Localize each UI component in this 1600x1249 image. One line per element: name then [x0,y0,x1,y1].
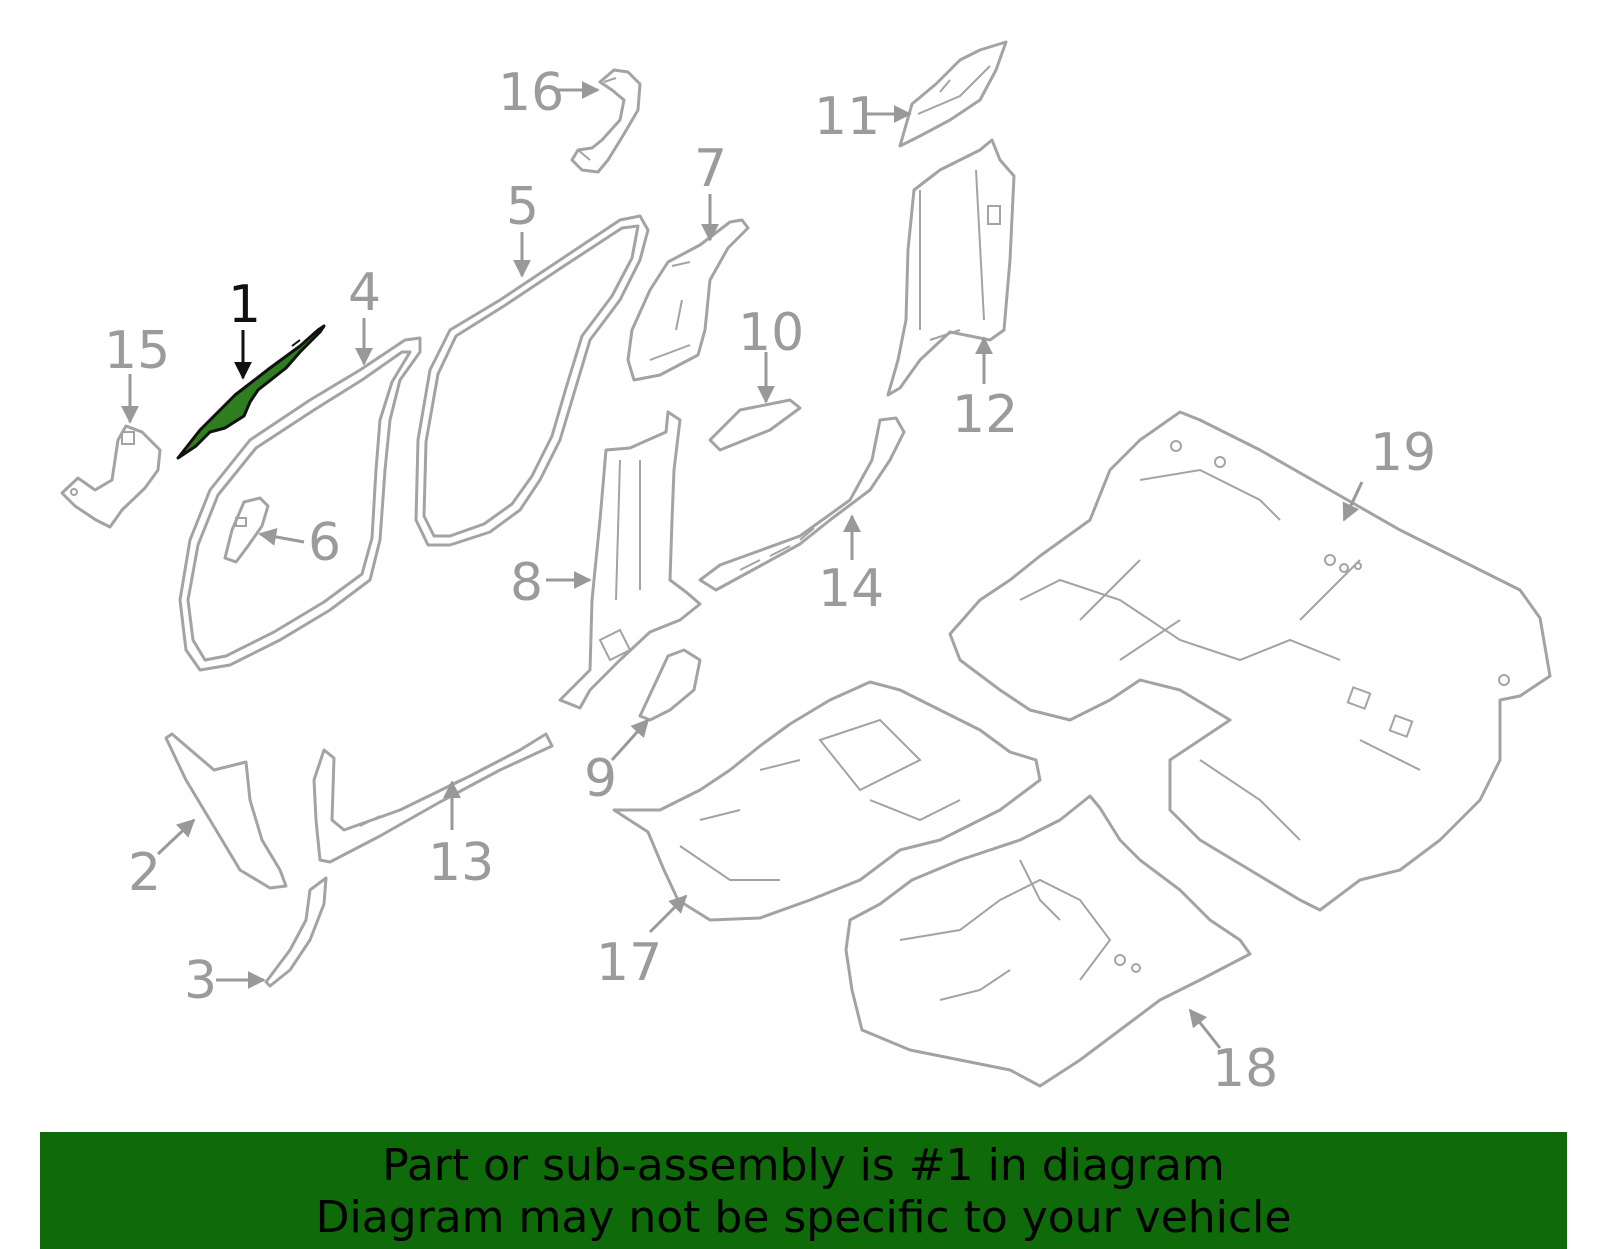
part-12-rear-pillar[interactable] [886,138,1016,397]
part-1-pillar-garnish[interactable] [176,324,326,460]
callout-10: 10 [738,303,804,363]
part-9-small-trim[interactable] [638,648,702,722]
part-14-sill-plate[interactable] [698,416,906,592]
callout-17: 17 [596,933,662,993]
callout-15: 15 [104,321,170,381]
callout-12: 12 [952,385,1018,445]
part-10-pad[interactable] [708,398,802,452]
callout-16: 16 [498,63,564,123]
callout-19: 19 [1370,423,1436,483]
callout-5: 5 [506,177,539,237]
info-banner: Part or sub-assembly is #1 in diagram Di… [40,1132,1567,1249]
part-15-assist-grip[interactable] [60,424,162,529]
part-17-floor-carpet[interactable] [612,680,1042,922]
part-13-front-sill[interactable] [312,732,554,864]
callout-1: 1 [228,275,261,335]
callout-3: 3 [184,951,217,1011]
part-18-front-carpet[interactable] [844,794,1252,1088]
callout-9: 9 [584,749,617,809]
callout-7: 7 [694,139,727,199]
callout-18: 18 [1212,1039,1278,1099]
callout-6: 6 [308,513,341,573]
part-19-main-carpet[interactable] [948,410,1552,912]
part-16-grip[interactable] [570,68,642,174]
banner-line-2: Diagram may not be specific to your vehi… [315,1192,1292,1243]
part-11-upper-trim[interactable] [898,40,1008,148]
part-7-pillar-trim[interactable] [626,218,750,382]
callout-13: 13 [428,833,494,893]
callout-8: 8 [510,553,543,613]
part-8-center-pillar[interactable] [558,410,702,710]
callout-arrows [121,81,1364,1049]
callout-11: 11 [814,87,880,147]
part-6-bracket[interactable] [223,496,270,564]
banner-line-1: Part or sub-assembly is #1 in diagram [382,1140,1225,1191]
callout-14: 14 [818,559,884,619]
callout-4: 4 [348,263,381,323]
part-3-trim-strip[interactable] [264,876,328,988]
callout-2: 2 [128,843,161,903]
part-2-kick-panel[interactable] [164,732,288,890]
callout-labels: 1 2 3 4 5 6 7 8 9 10 11 12 13 14 15 16 1… [104,63,1436,1099]
part-4-door-weatherstrip[interactable] [178,336,422,672]
part-5-rear-weatherstrip[interactable] [414,214,650,547]
